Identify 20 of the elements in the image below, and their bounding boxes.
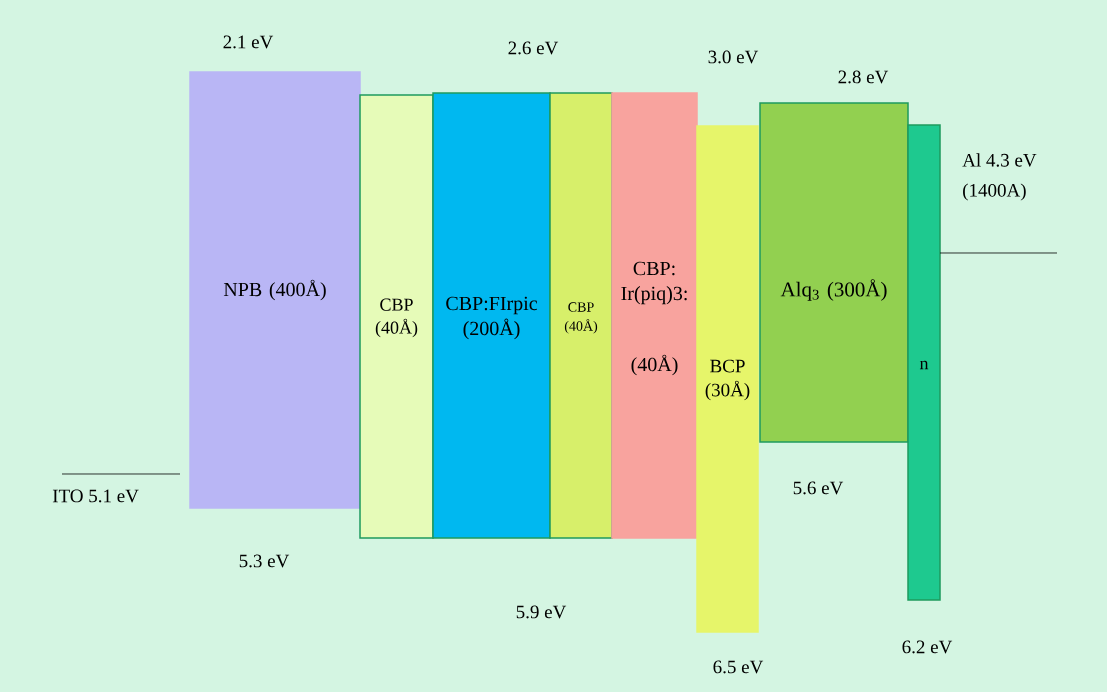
energy-label: ITO 5.1 eV xyxy=(52,489,139,503)
energy-label: 5.3 eV xyxy=(239,554,290,568)
energy-label: 2.1 eV xyxy=(223,35,274,49)
energy-label: 6.2 eV xyxy=(902,640,953,654)
layer-bar: CBP (40Å) xyxy=(549,92,613,539)
energy-label: (1400A) xyxy=(963,183,1026,201)
energy-label: 5.9 eV xyxy=(516,605,567,619)
layer-bar: n xyxy=(907,124,941,601)
energy-label: 5.6 eV xyxy=(793,481,844,495)
layer-bar: Alq$_{3}$ (300Å) xyxy=(759,102,909,443)
energy-label: 2.8 eV xyxy=(838,70,889,84)
energy-label: 2.6 eV xyxy=(508,41,559,55)
energy-label: 6.5 eV xyxy=(713,660,764,674)
layer-bar: NPB (400Å) xyxy=(189,71,361,509)
layer-bar: CBP: Ir(piq)3: (40Å) xyxy=(611,92,698,539)
energy-label: 3.0 eV xyxy=(708,50,759,64)
layer-bar: BCP (30Å) xyxy=(696,125,759,633)
energy-label: Al 4.3 eV xyxy=(962,153,1037,167)
layer-bar: CBP (40Å) xyxy=(359,94,434,539)
layer-bar: CBP:FIrpic (200Å) xyxy=(432,92,551,539)
